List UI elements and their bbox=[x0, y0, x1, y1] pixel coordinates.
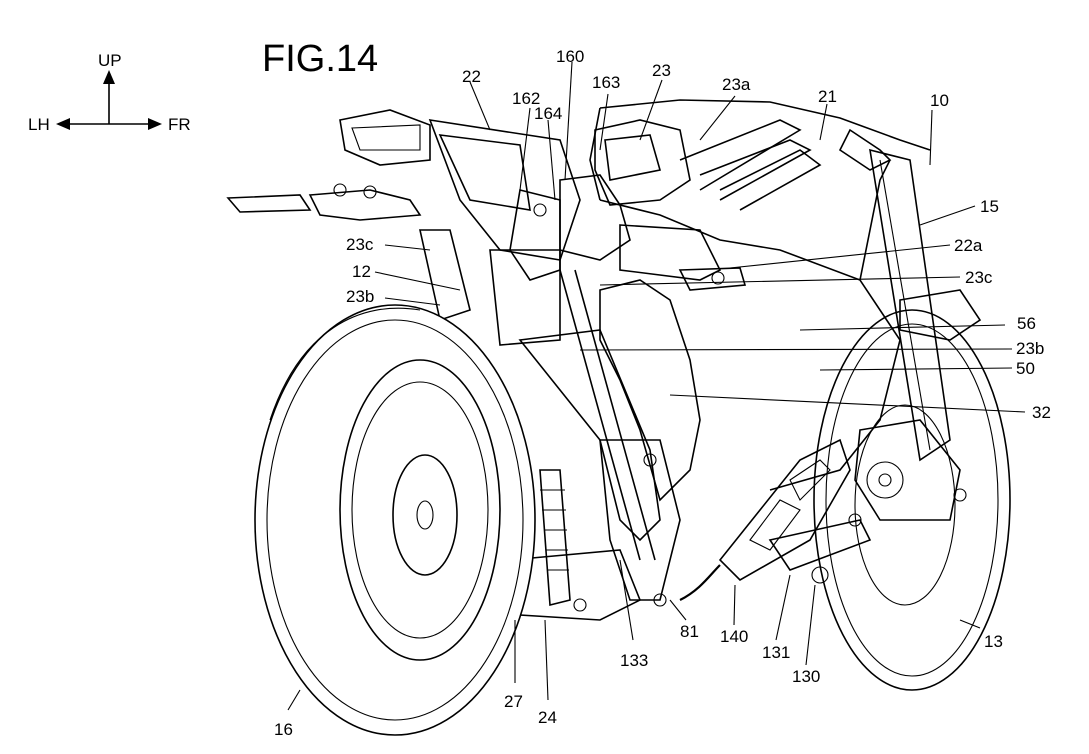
label-22a: 22a bbox=[954, 236, 983, 255]
label-81: 81 bbox=[680, 622, 699, 641]
label-23a: 23a bbox=[722, 75, 751, 94]
label-23c-left: 23c bbox=[346, 235, 374, 254]
label-24: 24 bbox=[538, 708, 557, 727]
label-21: 21 bbox=[818, 87, 837, 106]
vehicle-body bbox=[226, 99, 982, 621]
label-27: 27 bbox=[504, 692, 523, 711]
label-23b-left: 23b bbox=[346, 287, 374, 306]
label-133: 133 bbox=[620, 651, 648, 670]
label-162: 162 bbox=[512, 89, 540, 108]
label-164: 164 bbox=[534, 104, 562, 123]
label-32: 32 bbox=[1032, 403, 1051, 422]
front-wheel bbox=[813, 309, 1011, 691]
label-130: 130 bbox=[792, 667, 820, 686]
label-13: 13 bbox=[984, 632, 1003, 651]
up-label: UP bbox=[98, 51, 122, 70]
label-16: 16 bbox=[274, 720, 293, 739]
label-56: 56 bbox=[1017, 314, 1036, 333]
orientation-indicator: UP LH FR bbox=[28, 51, 191, 134]
label-131: 131 bbox=[762, 643, 790, 662]
label-15: 15 bbox=[980, 197, 999, 216]
label-10: 10 bbox=[930, 91, 949, 110]
left-label: LH bbox=[28, 115, 50, 134]
right-label: FR bbox=[168, 115, 191, 134]
label-160: 160 bbox=[556, 47, 584, 66]
right-arrowhead-icon bbox=[148, 118, 162, 130]
label-163: 163 bbox=[592, 73, 620, 92]
up-arrowhead-icon bbox=[103, 70, 115, 84]
leader-lines bbox=[287, 61, 1026, 711]
left-arrowhead-icon bbox=[56, 118, 70, 130]
label-23: 23 bbox=[652, 61, 671, 80]
label-23b-right: 23b bbox=[1016, 339, 1044, 358]
label-12: 12 bbox=[352, 262, 371, 281]
figure-title: FIG.14 bbox=[262, 38, 378, 80]
label-22: 22 bbox=[462, 67, 481, 86]
reference-labels: 10 15 21 22 22a 23 23a 23c 23c 23b 23b 1… bbox=[274, 47, 1051, 739]
label-140: 140 bbox=[720, 627, 748, 646]
label-50: 50 bbox=[1016, 359, 1035, 378]
label-23c-right: 23c bbox=[965, 268, 993, 287]
rear-wheel bbox=[254, 304, 536, 736]
